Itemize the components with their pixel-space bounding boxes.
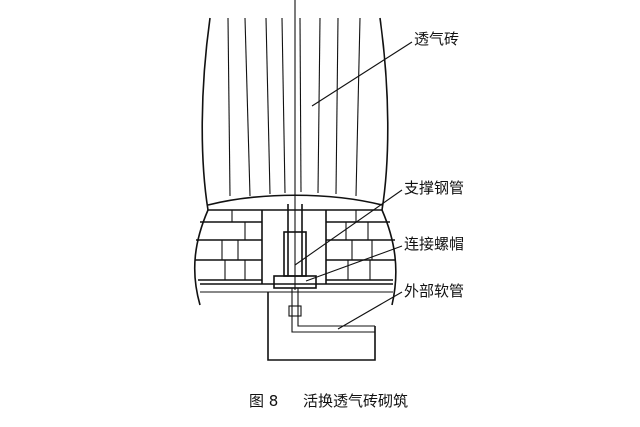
outer-frame bbox=[267, 292, 376, 361]
label-nut: 连接螺帽 bbox=[404, 235, 464, 253]
leader-nut bbox=[305, 245, 403, 282]
label-support-pipe: 支撑钢管 bbox=[404, 179, 464, 197]
leader-hose bbox=[337, 291, 403, 330]
leader-brick bbox=[311, 41, 413, 107]
external-hose bbox=[291, 288, 375, 333]
right-wall bbox=[325, 209, 397, 306]
pipe-fitting bbox=[288, 305, 302, 317]
label-brick: 透气砖 bbox=[414, 30, 459, 48]
figure-number: 图 8 bbox=[249, 392, 278, 410]
label-hose: 外部软管 bbox=[404, 282, 464, 300]
connecting-nut bbox=[273, 275, 317, 289]
brick-seams bbox=[227, 17, 361, 197]
leader-support-pipe bbox=[294, 189, 403, 266]
left-wall bbox=[193, 209, 263, 306]
figure-caption: 活换透气砖砌筑 bbox=[303, 392, 408, 410]
